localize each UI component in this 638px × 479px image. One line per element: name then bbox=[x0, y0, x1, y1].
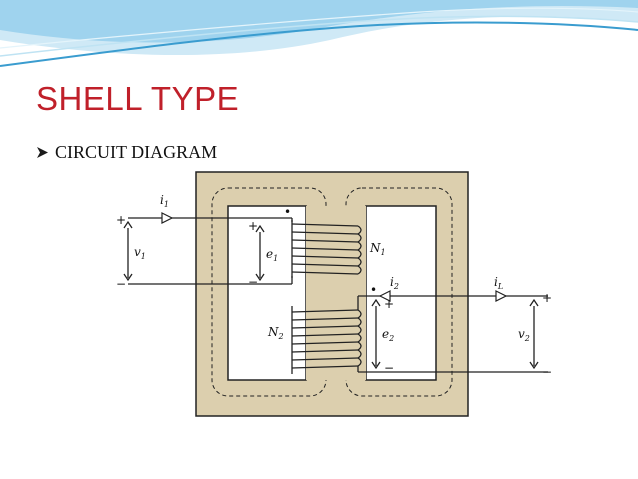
primary-wires bbox=[123, 217, 293, 285]
i2-arrow-icon bbox=[378, 290, 391, 302]
header-wave-decoration bbox=[0, 0, 638, 67]
label-i2: i2 bbox=[390, 275, 399, 291]
slide-title: SHELL TYPE bbox=[36, 80, 240, 117]
plus-sign-v1: + bbox=[116, 213, 126, 227]
label-v1: v1 bbox=[134, 245, 146, 261]
label-iL: iL bbox=[494, 275, 503, 291]
arrow-bullet-icon bbox=[37, 147, 48, 158]
label-e1: e1 bbox=[266, 247, 278, 263]
bullet-text: CIRCUIT DIAGRAM bbox=[55, 142, 218, 162]
polarity-dot-secondary: • bbox=[370, 283, 377, 297]
label-v2: v2 bbox=[518, 327, 530, 343]
polarity-dot-primary: • bbox=[284, 205, 291, 219]
minus-sign-v1: − bbox=[116, 277, 126, 291]
primary-winding bbox=[291, 220, 362, 278]
plus-sign-e2: + bbox=[384, 297, 394, 311]
core-window-right bbox=[365, 205, 437, 381]
iL-arrow-icon bbox=[495, 290, 508, 302]
label-i1: i1 bbox=[160, 193, 169, 209]
i1-arrow-icon bbox=[161, 212, 174, 224]
label-N1: N1 bbox=[369, 241, 386, 257]
minus-sign-v2: − bbox=[542, 365, 552, 379]
bullet-item: CIRCUIT DIAGRAM bbox=[36, 142, 217, 163]
circuit-diagram: i1 v1 e1 N1 N2 i2 e2 iL v2 + − + − + − +… bbox=[116, 171, 552, 417]
plus-sign-e1: + bbox=[248, 219, 258, 233]
secondary-winding bbox=[291, 306, 362, 374]
core-window-left bbox=[227, 205, 307, 381]
minus-sign-e1: − bbox=[248, 275, 258, 289]
plus-sign-v2: + bbox=[542, 291, 552, 305]
minus-sign-e2: − bbox=[384, 361, 394, 375]
label-e2: e2 bbox=[382, 327, 394, 343]
label-N2: N2 bbox=[267, 325, 284, 341]
